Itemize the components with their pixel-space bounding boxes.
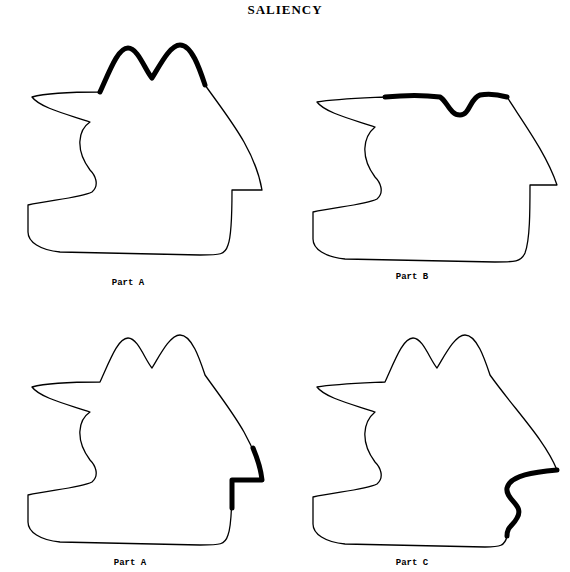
- part-label: Part C: [396, 558, 428, 568]
- shape-outline: [313, 94, 557, 262]
- shape-outline: [28, 335, 262, 545]
- shape-outline: [313, 335, 557, 547]
- figure-title: SALIENCY: [247, 2, 322, 18]
- part-label: Part A: [112, 278, 144, 288]
- part-label: Part A: [114, 558, 146, 568]
- shape-outline: [28, 45, 262, 255]
- part-label: Part B: [396, 272, 428, 282]
